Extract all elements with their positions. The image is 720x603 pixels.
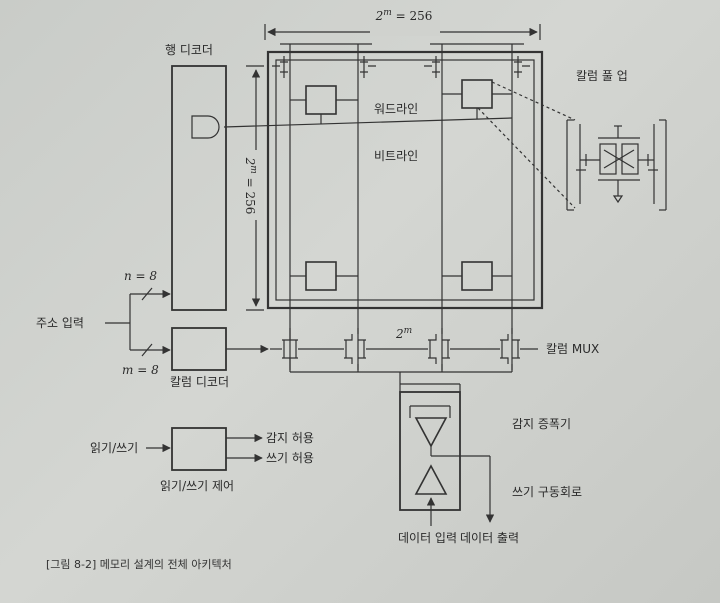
memory-cell-top-left: [305, 85, 337, 115]
svg-text:2m = 256: 2m = 256: [375, 8, 433, 23]
word-line: [223, 108, 513, 128]
sense-enable-label: 감지 허용: [266, 431, 314, 445]
row-decoder-label: 행 디코더: [165, 42, 213, 57]
read-write-control-block: [171, 427, 227, 471]
n-eq-label: n = 8: [124, 269, 157, 283]
top-dimension: 2m = 256: [264, 8, 541, 40]
write-driver-label: 쓰기 구동회로: [512, 485, 582, 499]
column-decoder-label: 칼럼 디코더: [170, 375, 229, 389]
write-driver-icon: [414, 464, 448, 495]
top-dim-exp: m: [383, 8, 392, 18]
top-dim-rest: = 256: [392, 9, 433, 23]
read-write-label: 읽기/쓰기: [90, 441, 138, 455]
mux-dim-exp: m: [404, 326, 413, 336]
data-bus: [290, 371, 512, 392]
write-enable-label: 쓰기 허용: [266, 451, 314, 465]
column-mux-label: 칼럼 MUX: [546, 342, 599, 356]
row-decoder-block: [171, 65, 227, 311]
pullup-transistors: [272, 56, 530, 78]
bitline-label: 비트라인: [374, 149, 418, 163]
memory-cell-bottom-right: [461, 261, 493, 291]
sram-cell-detail: [576, 124, 658, 204]
data-output-label: 데이터 출력: [460, 531, 519, 545]
wordline-label: 워드라인: [374, 102, 418, 116]
figure-caption: [그림 8-2] 메모리 설계의 전체 아키텍처: [46, 558, 232, 571]
left-dimension: 2m = 256: [243, 65, 264, 311]
m-eq-label: m = 8: [122, 363, 159, 377]
cell-zoom-callout: [477, 81, 667, 211]
top-dim-base: 2: [375, 9, 384, 23]
column-decoder-block: [171, 327, 227, 371]
memory-cells: [290, 79, 512, 291]
data-input-label: 데이터 입력: [398, 531, 457, 545]
sense-amplifier-label: 감지 증폭기: [512, 417, 571, 431]
left-dim-base: 2: [243, 157, 257, 166]
memory-cell-top-right: [461, 79, 493, 109]
mux-dim-base: 2: [395, 327, 404, 341]
sense-amplifier-icon: [414, 417, 448, 448]
address-input-label: 주소 입력: [36, 316, 84, 330]
read-write-control-label: 읽기/쓰기 제어: [160, 479, 234, 493]
address-lines: [105, 287, 171, 357]
column-pullup-label: 칼럼 풀 업: [576, 69, 628, 83]
memory-cell-bottom-left: [305, 261, 337, 291]
amplifier-block: [399, 391, 495, 526]
and-gate-icon: [191, 115, 220, 139]
column-mux: [270, 328, 538, 370]
svg-text:2m = 256: 2m = 256: [243, 157, 258, 215]
left-dim-rest: = 256: [243, 174, 257, 215]
memory-array: [266, 50, 544, 310]
bit-lines: [280, 43, 524, 372]
svg-text:2m: 2m: [395, 326, 412, 341]
left-dim-exp: m: [248, 165, 258, 174]
